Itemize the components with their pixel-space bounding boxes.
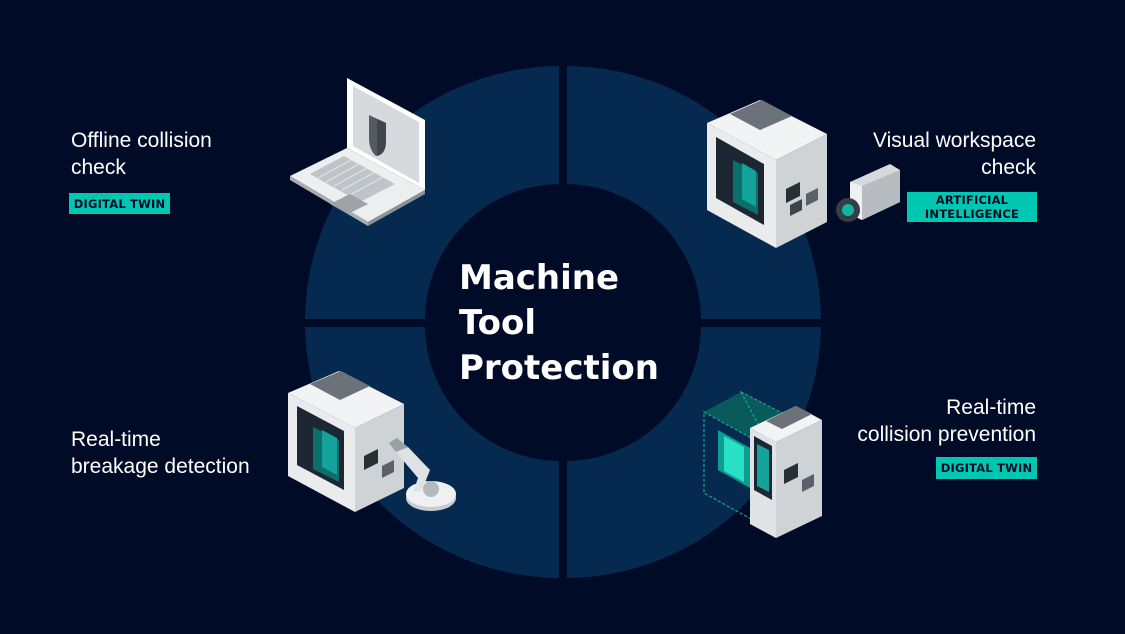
center-title-line: Tool: [459, 303, 537, 343]
badge-line: ARTIFICIAL: [935, 193, 1009, 207]
label-line: check: [71, 156, 126, 179]
badge-line: INTELLIGENCE: [924, 207, 1020, 221]
badge-digital-twin: DIGITAL TWIN: [936, 457, 1037, 479]
badge-artificial-intelligence: ARTIFICIAL INTELLIGENCE: [907, 192, 1037, 222]
laptop-shield-icon: [290, 78, 425, 226]
center-title: Machine Tool Protection: [459, 256, 659, 391]
label-line: check: [981, 156, 1036, 179]
center-title-line: Machine: [459, 258, 620, 298]
ring-segment-top-right: [567, 66, 821, 319]
label-line: Offline collision: [71, 129, 212, 152]
label-offline-collision-check: Offline collision check: [71, 127, 212, 181]
machine-tool-digital-twin-icon: [703, 390, 822, 538]
label-real-time-breakage-detection: Real-time breakage detection: [71, 426, 250, 480]
label-visual-workspace-check: Visual workspace check: [873, 127, 1036, 181]
label-line: Real-time: [71, 428, 161, 451]
label-real-time-collision-prevention: Real-time collision prevention: [857, 394, 1036, 448]
label-line: Visual workspace: [872, 129, 1036, 152]
label-line: collision prevention: [857, 423, 1036, 446]
label-line: breakage detection: [71, 455, 250, 478]
badge-digital-twin: DIGITAL TWIN: [69, 193, 170, 214]
machine-tool-robot-arm-icon: [288, 371, 456, 512]
label-line: Real-time: [946, 396, 1036, 419]
machine-tool-camera-icon: [707, 100, 900, 248]
center-title-line: Protection: [459, 348, 659, 388]
ring-segment-bottom-right: [567, 327, 821, 578]
ring-segment-top-left: [305, 66, 559, 319]
